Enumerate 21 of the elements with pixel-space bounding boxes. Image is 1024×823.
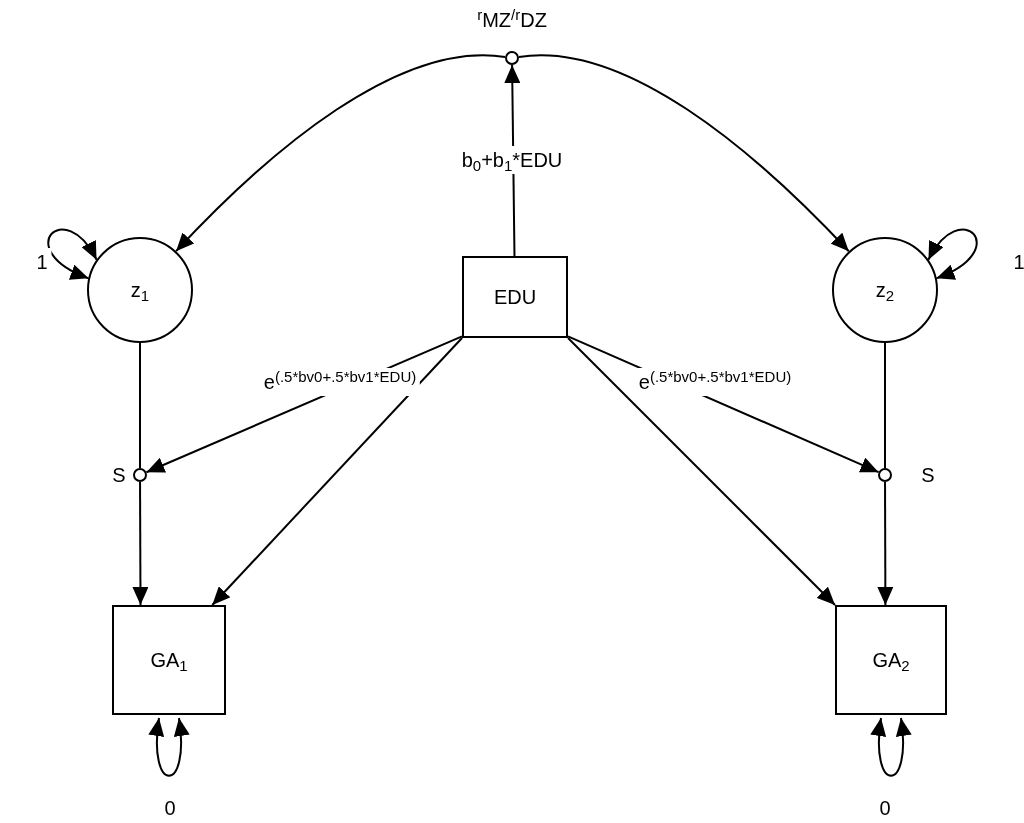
- node-caption: $^{r}$MZ$^{/r}$DZ: [477, 10, 547, 30]
- node-caption: S: [921, 465, 935, 485]
- arrow: [877, 481, 894, 606]
- self-loop-arrow: [927, 228, 978, 280]
- observed-box: [112, 605, 226, 715]
- arrow: [517, 54, 850, 253]
- self-loop-arrow: [871, 717, 911, 777]
- arrow: [132, 481, 149, 606]
- node-caption: S: [112, 465, 126, 485]
- arrow: [211, 337, 463, 606]
- self-loop-arrow: [149, 717, 189, 777]
- node-label: z$_{1}$: [130, 280, 150, 300]
- observed-box: [462, 256, 568, 338]
- node-label: GA$_{2}$: [872, 650, 910, 670]
- arrow: [175, 54, 507, 253]
- node-label: GA$_{1}$: [150, 650, 188, 670]
- node-label: EDU: [493, 287, 537, 307]
- arrow: [567, 337, 836, 606]
- node-label: z$_{2}$: [875, 280, 895, 300]
- self-loop-arrow: [47, 228, 98, 280]
- observed-box: [835, 605, 947, 715]
